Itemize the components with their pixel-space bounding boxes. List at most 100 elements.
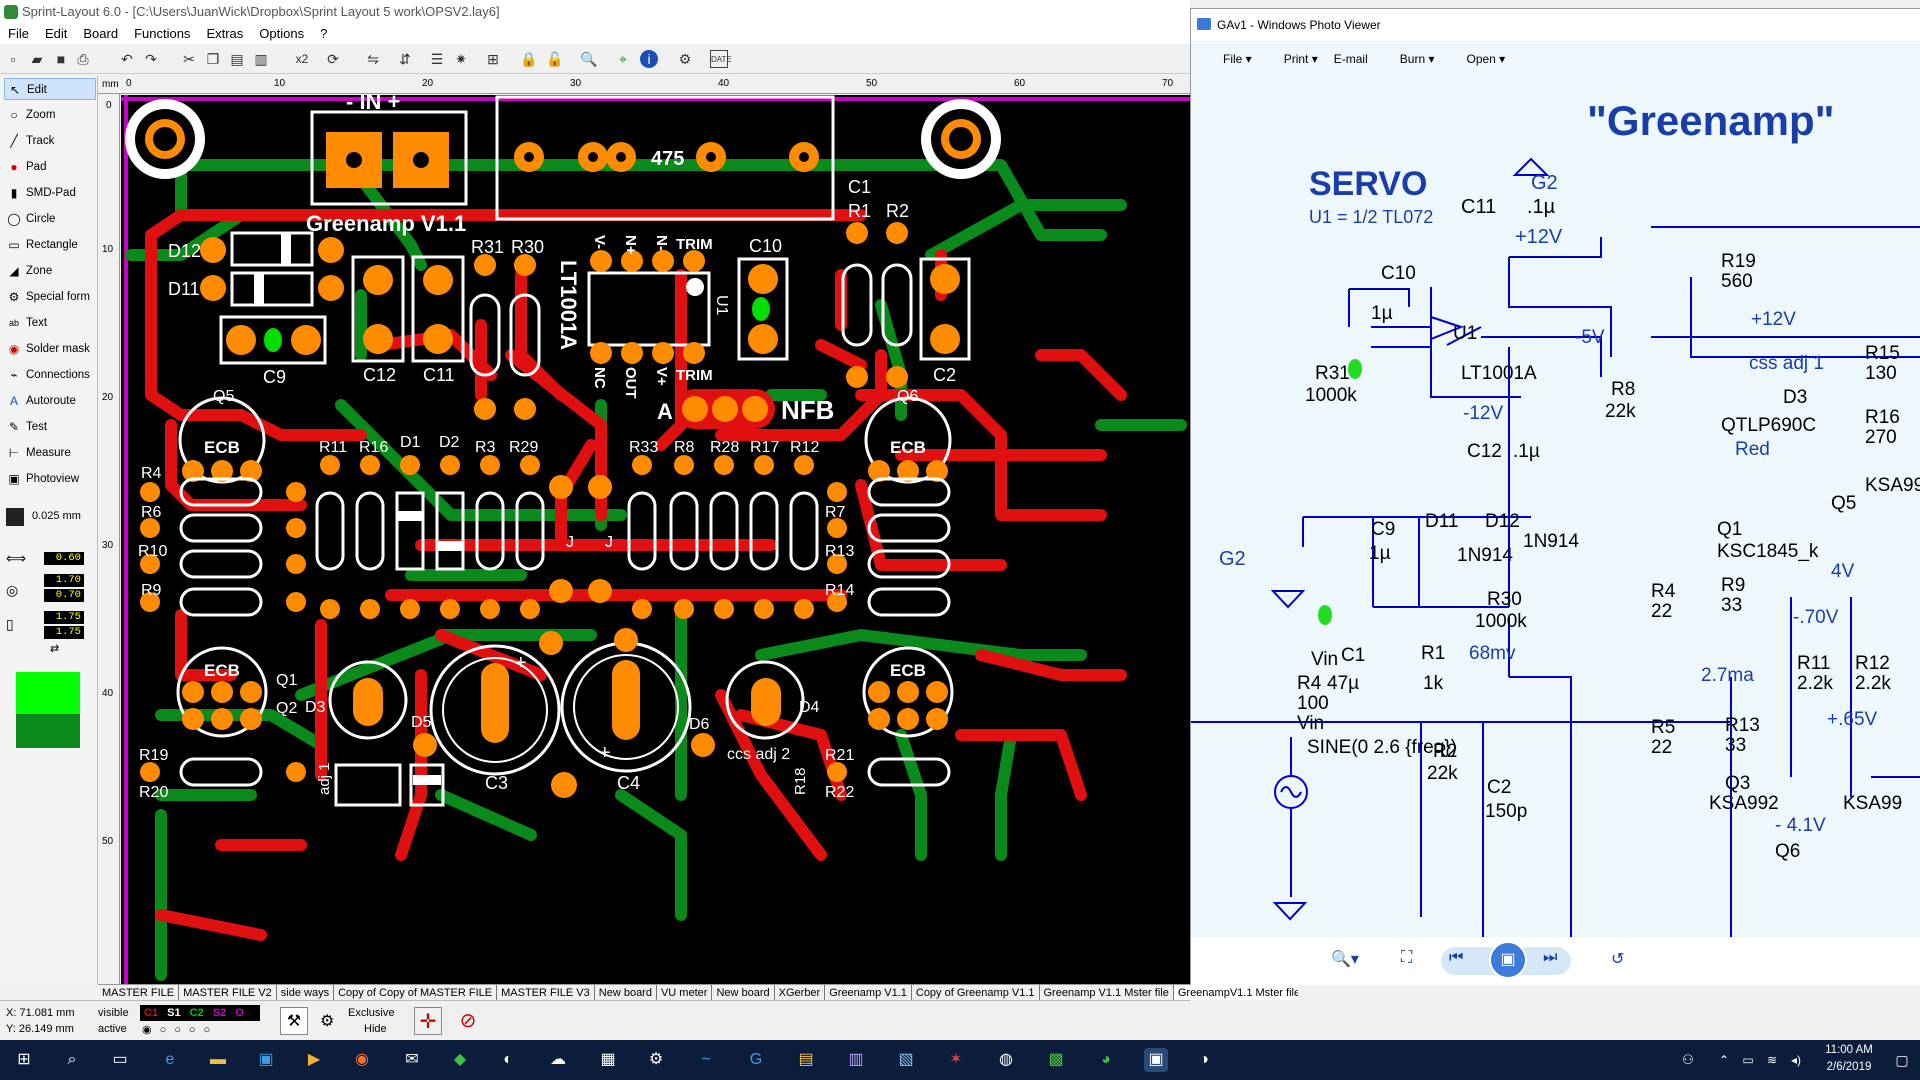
file-explorer-icon[interactable]: ▬ <box>210 1051 226 1068</box>
mirror-h-icon[interactable]: ⇋ <box>367 51 379 67</box>
smd-height-value[interactable]: 1.75 <box>44 626 84 639</box>
menu-help[interactable]: ? <box>320 26 328 41</box>
tool-test[interactable]: ✎Test <box>8 420 48 434</box>
pad-outer-value[interactable]: 1.70 <box>44 574 84 587</box>
tab-layout[interactable]: New board <box>595 985 657 1000</box>
layer-c1[interactable]: C1 <box>144 1007 159 1019</box>
pv-menu-burn[interactable]: Burn ▾ <box>1399 52 1435 66</box>
app-icon[interactable]: G <box>749 1051 763 1068</box>
duplicate-button[interactable]: x2 <box>295 52 309 66</box>
crosshair-icon[interactable]: ✛ <box>414 1007 442 1035</box>
layer-radio-buttons[interactable]: ◉○○○○ <box>142 1024 219 1036</box>
tab-layout[interactable]: Copy of Copy of MASTER FILE <box>334 985 498 1000</box>
exclusive-label[interactable]: Exclusive <box>348 1007 395 1019</box>
align-icon[interactable]: ☰ <box>430 51 444 67</box>
menu-edit[interactable]: Edit <box>44 26 68 41</box>
no-connect-icon[interactable]: ⊘ <box>459 1010 477 1032</box>
wrench-icon[interactable]: ⚒ <box>280 1007 308 1035</box>
windows-start-icon[interactable]: ⊞ <box>17 1051 31 1068</box>
undo-icon[interactable]: ↶ <box>121 51 133 67</box>
app-icon[interactable]: ▧ <box>898 1051 914 1068</box>
app-icon[interactable]: ✶ <box>949 1051 963 1068</box>
tab-layout[interactable]: MASTER FILE V3 <box>497 985 595 1000</box>
layer-c2[interactable]: C2 <box>189 1007 204 1019</box>
next-icon[interactable]: ⏭ <box>1543 949 1558 966</box>
grid-icon[interactable] <box>6 508 24 526</box>
copy-icon[interactable]: ❐ <box>206 51 220 67</box>
app-icon[interactable]: ▤ <box>798 1051 814 1068</box>
clock-time[interactable]: 11:00 AM <box>1825 1044 1873 1056</box>
tool-photoview[interactable]: ▣Photoview <box>8 472 80 486</box>
firefox-icon[interactable]: ◉ <box>355 1051 369 1068</box>
tray-chevron-icon[interactable]: ⌃ <box>1718 1053 1730 1067</box>
grid-size[interactable]: 0.025 mm <box>32 510 81 522</box>
pcb-canvas[interactable]: - IN + Greenamp V1.1 475 C1 R1 R2 D12 D1… <box>121 89 1190 984</box>
unlock-icon[interactable]: 🔓 <box>546 51 564 67</box>
tab-layout[interactable]: New board <box>712 985 775 1000</box>
pv-menu-file[interactable]: File ▾ <box>1223 52 1252 66</box>
actual-size-icon[interactable]: ⛶ <box>1401 949 1413 966</box>
tool-pad[interactable]: ●Pad <box>4 156 96 178</box>
app-icon[interactable]: ▥ <box>848 1051 864 1068</box>
layer-selector[interactable]: C1 S1 C2 S2 O <box>140 1005 260 1021</box>
task-view-icon[interactable]: ▭ <box>112 1051 128 1068</box>
zoom-icon[interactable]: 🔍▾ <box>1331 951 1359 968</box>
redo-icon[interactable]: ↷ <box>145 51 157 67</box>
group-icon[interactable]: ⊞ <box>487 51 499 67</box>
mail-icon[interactable]: ✉ <box>405 1051 419 1068</box>
tool-connections[interactable]: ⌁Connections <box>4 364 96 386</box>
swap-icon[interactable]: ⇄ <box>50 643 60 655</box>
settings-icon[interactable]: ⚙ <box>320 1013 335 1030</box>
schematic-image[interactable]: "Greenamp" SERVO U1 = 1/2 TL072 G2 C11 .… <box>1191 77 1920 937</box>
date-icon[interactable]: DATE <box>710 50 732 68</box>
tool-zone[interactable]: ◢Zone <box>4 260 96 282</box>
lock-icon[interactable]: 🔒 <box>520 51 538 67</box>
steam-icon[interactable]: ⚙ <box>648 1051 664 1068</box>
volume-icon[interactable]: ◂) <box>1790 1053 1802 1067</box>
notifications-icon[interactable]: ▢ <box>1895 1052 1909 1068</box>
pv-menu-print[interactable]: Print ▾ <box>1283 52 1318 66</box>
tool-zoom[interactable]: ○Zoom <box>4 104 96 126</box>
tool-circle[interactable]: ◯Circle <box>7 212 56 226</box>
app-icon[interactable]: ☁ <box>550 1051 566 1068</box>
cut-icon[interactable]: ✂ <box>183 51 195 67</box>
gear-icon[interactable]: ⚙ <box>678 51 692 67</box>
photo-viewer-taskbar-icon[interactable]: ▣ <box>1144 1048 1168 1072</box>
tab-layout[interactable]: Greenamp V1.1 <box>825 985 912 1000</box>
app-icon[interactable]: ▶ <box>307 1051 321 1068</box>
clock-date[interactable]: 2/6/2019 <box>1826 1061 1872 1073</box>
menu-options[interactable]: Options <box>259 26 305 41</box>
info-icon[interactable]: i <box>640 50 658 68</box>
hide-label[interactable]: Hide <box>364 1023 387 1035</box>
store-icon[interactable]: ▣ <box>258 1051 274 1068</box>
tab-layout[interactable]: Greenamp V1.1 Mster file <box>1040 985 1174 1000</box>
tab-layout-active[interactable]: GreenampV1.1 Mster file <box>1173 985 1298 1000</box>
tab-layout[interactable]: XGerber <box>775 985 826 1000</box>
people-icon[interactable]: ⚇ <box>1682 1052 1694 1067</box>
menu-functions[interactable]: Functions <box>134 26 191 41</box>
tab-layout[interactable]: VU meter <box>657 985 713 1000</box>
slideshow-icon[interactable]: ▣ <box>1489 941 1527 979</box>
delete-icon[interactable]: ▥ <box>254 51 268 67</box>
tool-solder-mask[interactable]: ◉Solder mask <box>8 342 90 356</box>
paste-icon[interactable]: ▤ <box>230 51 244 67</box>
app-icon[interactable]: ◐ <box>503 1051 513 1068</box>
menu-board[interactable]: Board <box>83 26 119 41</box>
layer-s2[interactable]: S2 <box>212 1007 227 1019</box>
smd-width-value[interactable]: 1.75 <box>44 611 84 624</box>
pad-inner-value[interactable]: 0.70 <box>44 589 84 602</box>
pv-menu-email[interactable]: E-mail <box>1333 52 1368 66</box>
print-icon[interactable]: ⎙ <box>77 51 89 67</box>
tool-special-form[interactable]: ⚙Special form <box>8 290 90 304</box>
tab-layout[interactable]: side ways <box>277 985 335 1000</box>
menu-file[interactable]: File <box>8 26 29 41</box>
layer-o[interactable]: O <box>235 1007 244 1019</box>
app-icon[interactable]: ~ <box>701 1051 711 1068</box>
tool-smd-pad[interactable]: ▮SMD-Pad <box>4 182 96 204</box>
track-width-value[interactable]: 0.60 <box>44 552 84 565</box>
tab-layout[interactable]: Copy of Greenamp V1.1 <box>912 985 1040 1000</box>
tab-layout[interactable]: MASTER FILE <box>98 985 180 1000</box>
layer-s1[interactable]: S1 <box>167 1007 181 1019</box>
